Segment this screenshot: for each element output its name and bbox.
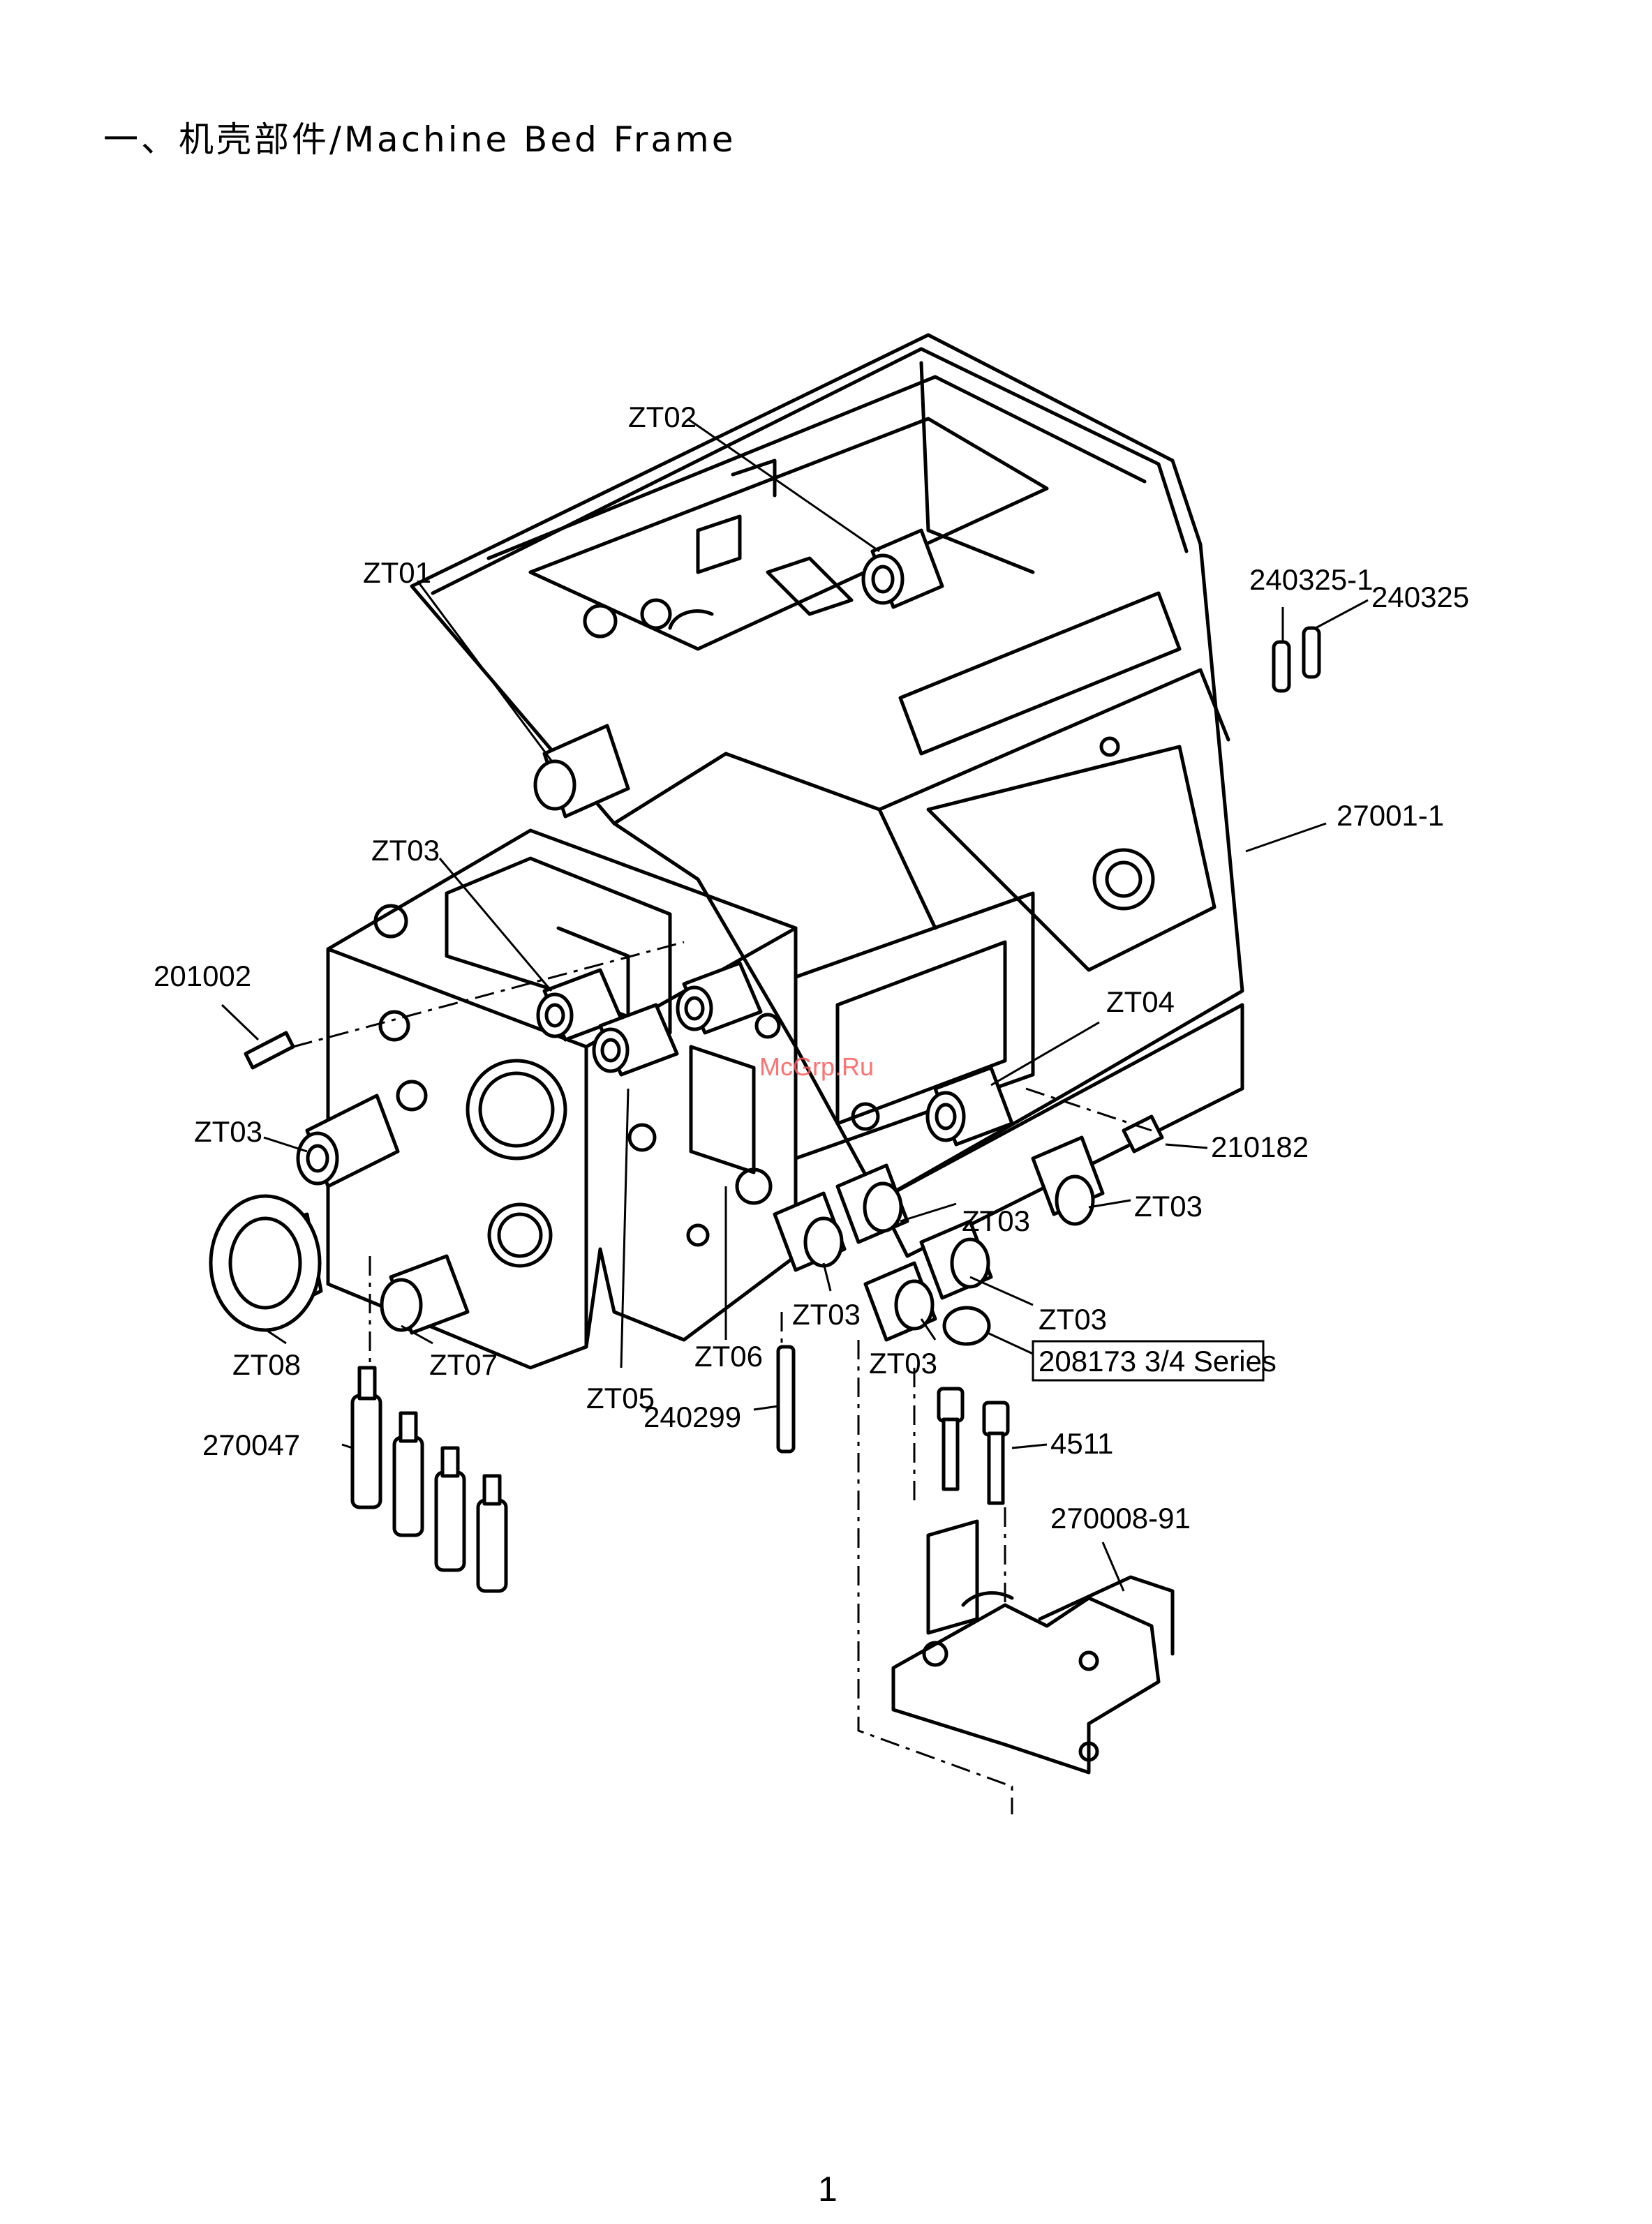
label-270008-91: 270008-91 [1050, 1502, 1191, 1535]
label-270047: 270047 [202, 1428, 300, 1461]
plug-208173 [944, 1308, 989, 1344]
label-zt03-center: ZT03 [792, 1298, 861, 1331]
pin-240299 [778, 1347, 794, 1451]
label-zt03-right: ZT03 [1134, 1190, 1203, 1223]
bushing-zt03-center [775, 1193, 844, 1270]
page-number: 1 [818, 2169, 838, 2209]
label-240325: 240325 [1371, 581, 1469, 613]
bushing-zt03-left [298, 1096, 398, 1186]
pin-240325 [1304, 628, 1319, 677]
part-labels: ZT02 ZT01 240325-1 240325 27001-1 ZT03 2… [154, 401, 1469, 1535]
bushing-zt01 [535, 726, 628, 816]
label-208173: 208173 3/4 Series [1039, 1345, 1277, 1378]
pulley-zt08 [211, 1196, 321, 1330]
label-240325-1: 240325-1 [1249, 563, 1374, 596]
label-240299: 240299 [643, 1401, 741, 1433]
pin-201002 [246, 1033, 293, 1068]
label-zt08: ZT08 [232, 1348, 301, 1381]
label-zt01: ZT01 [363, 556, 431, 589]
studs-270047 [352, 1368, 506, 1591]
label-zt06: ZT06 [694, 1340, 763, 1373]
bracket-270008-91 [893, 1521, 1173, 1773]
label-zt03-left: ZT03 [194, 1115, 262, 1148]
bushing-zt03-mid [838, 1165, 907, 1242]
label-27001-1: 27001-1 [1337, 799, 1444, 832]
bushing-zt03-upper-c [678, 963, 761, 1033]
label-zt03-upper: ZT03 [371, 834, 440, 867]
label-zt03-mid: ZT03 [962, 1204, 1030, 1237]
lower-housing [328, 830, 1242, 1368]
label-4511: 4511 [1050, 1427, 1113, 1460]
bushing-zt03-lowmid [865, 1263, 935, 1340]
label-zt03-lowright: ZT03 [1039, 1303, 1107, 1336]
label-210182: 210182 [1211, 1130, 1309, 1163]
pin-240325-1 [1274, 642, 1289, 691]
bushing-zt07 [382, 1256, 468, 1333]
bushing-zt03-right [1033, 1137, 1103, 1224]
label-201002: 201002 [154, 960, 251, 992]
label-zt03-lowmid: ZT03 [869, 1347, 937, 1380]
watermark: McGrp.Ru [759, 1052, 874, 1082]
label-zt02: ZT02 [628, 401, 697, 433]
label-zt04: ZT04 [1106, 985, 1175, 1018]
screws-4511 [939, 1389, 1008, 1503]
label-zt07: ZT07 [429, 1348, 498, 1381]
